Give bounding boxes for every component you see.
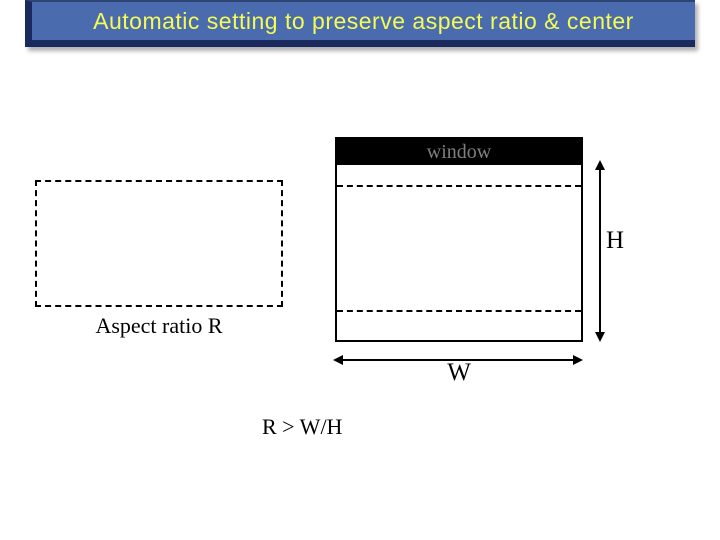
height-label: H: [606, 227, 625, 254]
aspect-ratio-label: Aspect ratio R: [95, 313, 223, 338]
dashed-guide-bottom: [337, 310, 581, 312]
aspect-ratio-rect: [35, 180, 283, 307]
title-banner: Automatic setting to preserve aspect rat…: [25, 0, 695, 47]
window-rect: window: [335, 137, 583, 342]
height-arrow: [595, 160, 605, 342]
dashed-guide-top: [337, 185, 581, 187]
window-title-label: window: [426, 141, 492, 163]
window-titlebar: window: [337, 139, 581, 165]
formula-label: R > W/H: [262, 414, 343, 439]
width-label: W: [447, 359, 471, 386]
width-arrow: [333, 355, 583, 365]
slide-title: Automatic setting to preserve aspect rat…: [93, 8, 634, 34]
